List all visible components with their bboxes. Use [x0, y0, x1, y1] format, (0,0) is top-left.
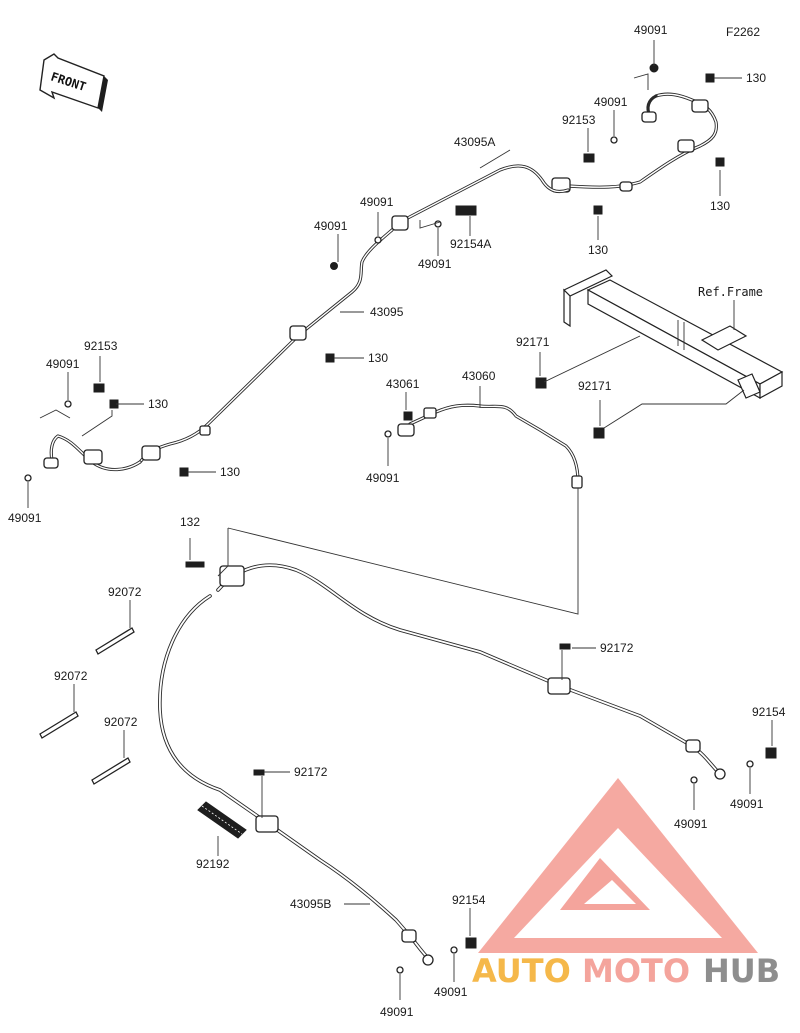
label-92172-right: 92172 [600, 641, 634, 655]
leader-lines [27, 40, 773, 1000]
label-49091-right-a: 49091 [730, 797, 764, 811]
label-130-center: 130 [368, 351, 388, 365]
label-43061: 43061 [386, 377, 420, 391]
label-130-left: 130 [148, 397, 168, 411]
label-92153-upper: 92153 [562, 113, 596, 127]
label-49091-bottom-b: 49091 [380, 1005, 414, 1019]
label-92154-right: 92154 [752, 705, 786, 719]
label-49091-top: 49091 [634, 23, 668, 37]
label-49091-left-b: 49091 [8, 511, 42, 525]
watermark-auto: AUTO [472, 952, 571, 990]
frame-member [562, 269, 784, 400]
label-130-mid: 130 [588, 243, 608, 257]
label-130-right: 130 [710, 199, 730, 213]
label-49091-mid-c: 49091 [418, 257, 452, 271]
watermark-hub: HUB [703, 952, 780, 990]
brake-cable-43095B [158, 563, 726, 966]
label-43095: 43095 [370, 305, 404, 319]
label-92154-bottom: 92154 [452, 893, 486, 907]
label-92172-left: 92172 [294, 765, 328, 779]
label-92171-b: 92171 [578, 379, 612, 393]
label-92154A: 92154A [450, 237, 491, 251]
hose-43060 [397, 403, 583, 489]
label-92072-b: 92072 [54, 669, 88, 683]
hose-43095 [43, 228, 394, 472]
label-130-top-right: 130 [746, 71, 766, 85]
label-92072-a: 92072 [108, 585, 142, 599]
diagram-code: F2262 [726, 25, 760, 39]
front-arrow-icon: FRONT [39, 53, 108, 112]
label-49091-mid-a: 49091 [360, 195, 394, 209]
label-ref-frame: Ref.Frame [698, 285, 763, 299]
watermark-logo: AUTO MOTO HUB [472, 778, 780, 990]
label-92171-a: 92171 [516, 335, 550, 349]
label-43095B: 43095B [290, 897, 331, 911]
watermark-moto: MOTO [582, 952, 690, 990]
label-92192: 92192 [196, 857, 230, 871]
hose-43095A [391, 164, 570, 231]
cable-tie-92072-a [95, 627, 135, 655]
label-43095A: 43095A [454, 135, 495, 149]
spring-92192 [197, 801, 247, 839]
cable-tie-92072-b [39, 711, 79, 739]
label-49091-mid-b: 49091 [314, 219, 348, 233]
small-hardware [24, 63, 777, 974]
label-92072-c: 92072 [104, 715, 138, 729]
cable-tie-92072-c [91, 757, 131, 785]
label-49091-43061: 49091 [366, 471, 400, 485]
label-132: 132 [180, 515, 200, 529]
part-labels: 49091 130 49091 92153 130 43095A 49091 4… [8, 23, 786, 1019]
label-49091-left-a: 49091 [46, 357, 80, 371]
label-92153-left: 92153 [84, 339, 118, 353]
upper-right-hose-assembly [551, 92, 718, 193]
label-49091-right-b: 49091 [674, 817, 708, 831]
label-43060: 43060 [462, 369, 496, 383]
label-49091-bottom-a: 49091 [434, 985, 468, 999]
label-49091-upper: 49091 [594, 95, 628, 109]
label-130-lower-left: 130 [220, 465, 240, 479]
